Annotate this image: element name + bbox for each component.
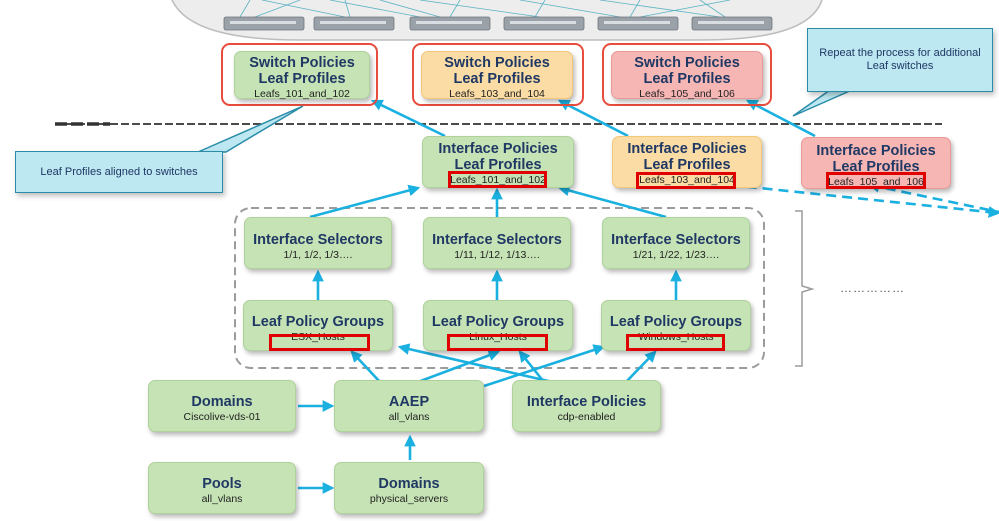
aaep-box[interactable]: AAEP all_vlans: [334, 380, 484, 432]
callout-repeat: Repeat the process for additional Leaf s…: [807, 28, 993, 92]
box-title-line2: Leaf Profiles: [453, 71, 541, 87]
domains-vds-box[interactable]: Domains Ciscolive-vds-01: [148, 380, 296, 432]
box-subtitle: cdp-enabled: [557, 411, 616, 423]
box-title: Domains: [378, 476, 440, 492]
leaf-switch-ports: [230, 21, 764, 24]
leaf-policy-group-box[interactable]: Leaf Policy Groups Windows_Hosts: [601, 300, 751, 351]
box-title: Pools: [202, 476, 242, 492]
box-subtitle: Ciscolive-vds-01: [183, 411, 261, 423]
policy-group-frame: [234, 207, 765, 369]
interface-policies-box[interactable]: Interface Policies cdp-enabled: [512, 380, 661, 432]
interface-selector-box[interactable]: Interface Selectors 1/21, 1/22, 1/23….: [602, 217, 750, 269]
highlight-leafs-103-104: [636, 172, 736, 189]
box-title: Interface Policies: [526, 394, 647, 410]
fabric-links: [239, 0, 731, 18]
flow-arrows: [298, 99, 816, 494]
box-subtitle: Leafs_101_and_102: [450, 174, 546, 186]
switch-frame-103-104: [412, 43, 584, 106]
box-subtitle: Leafs_105_and_106: [639, 88, 735, 100]
switch-policy-box[interactable]: Switch Policies Leaf Profiles Leafs_103_…: [421, 51, 573, 100]
box-title: Switch Policies: [444, 55, 550, 71]
domains-physical-box[interactable]: Domains physical_servers: [334, 462, 484, 514]
interface-selector-box[interactable]: Interface Selectors 1/11, 1/12, 1/13….: [423, 217, 571, 269]
interface-selector-box[interactable]: Interface Selectors 1/1, 1/2, 1/3….: [244, 217, 392, 269]
interface-profile-box[interactable]: Interface Policies Leaf Profiles Leafs_1…: [422, 136, 574, 188]
callout-leaf-profiles-aligned: Leaf Profiles aligned to switches: [15, 151, 223, 193]
box-subtitle: all_vlans: [201, 493, 243, 505]
box-title-line2: Leaf Profiles: [454, 157, 542, 173]
box-title: Leaf Policy Groups: [431, 314, 565, 330]
right-bracket: [795, 210, 815, 367]
box-subtitle: Leafs_101_and_102: [254, 88, 350, 100]
box-title: Domains: [191, 394, 253, 410]
highlight-linux-hosts: [447, 334, 548, 351]
box-title: Interface Policies: [627, 141, 747, 157]
box-title: Leaf Policy Groups: [609, 314, 743, 330]
switch-policy-box[interactable]: Switch Policies Leaf Profiles Leafs_101_…: [234, 51, 370, 100]
highlight-esx-hosts: [269, 334, 370, 351]
pools-box[interactable]: Pools all_vlans: [148, 462, 296, 514]
switch-policy-box[interactable]: Switch Policies Leaf Profiles Leafs_105_…: [611, 51, 763, 100]
box-title-line2: Leaf Profiles: [832, 159, 920, 175]
box-subtitle: Leafs_103_and_104: [449, 88, 545, 100]
box-title: Interface Selectors: [253, 232, 383, 248]
switch-frame-105-106: [602, 43, 772, 106]
box-subtitle: 1/11, 1/12, 1/13….: [454, 249, 540, 261]
box-title-line2: Leaf Profiles: [258, 71, 346, 87]
box-subtitle: 1/21, 1/22, 1/23….: [632, 249, 720, 261]
more-ellipsis: ……………: [840, 281, 905, 295]
box-title: Switch Policies: [634, 55, 740, 71]
box-title: Switch Policies: [249, 55, 355, 71]
highlight-leafs-101-102: [448, 171, 547, 188]
box-title: Interface Selectors: [432, 232, 562, 248]
box-subtitle: physical_servers: [369, 493, 449, 505]
box-title: Leaf Policy Groups: [251, 314, 385, 330]
switch-frame-101-102: [221, 43, 378, 106]
box-title: Interface Selectors: [611, 232, 741, 248]
box-title: Interface Policies: [816, 143, 936, 159]
box-title-line2: Leaf Profiles: [643, 157, 731, 173]
highlight-leafs-105-106: [826, 172, 926, 189]
box-subtitle: Leafs_103_and_104: [639, 174, 735, 186]
box-subtitle: Leafs_105_and_106: [828, 176, 924, 188]
box-subtitle: all_vlans: [388, 411, 430, 423]
box-title: Interface Policies: [438, 141, 558, 157]
box-subtitle: 1/1, 1/2, 1/3….: [283, 249, 353, 261]
box-title: AAEP: [388, 394, 430, 410]
box-title-line2: Leaf Profiles: [643, 71, 731, 87]
highlight-windows-hosts: [626, 334, 725, 351]
